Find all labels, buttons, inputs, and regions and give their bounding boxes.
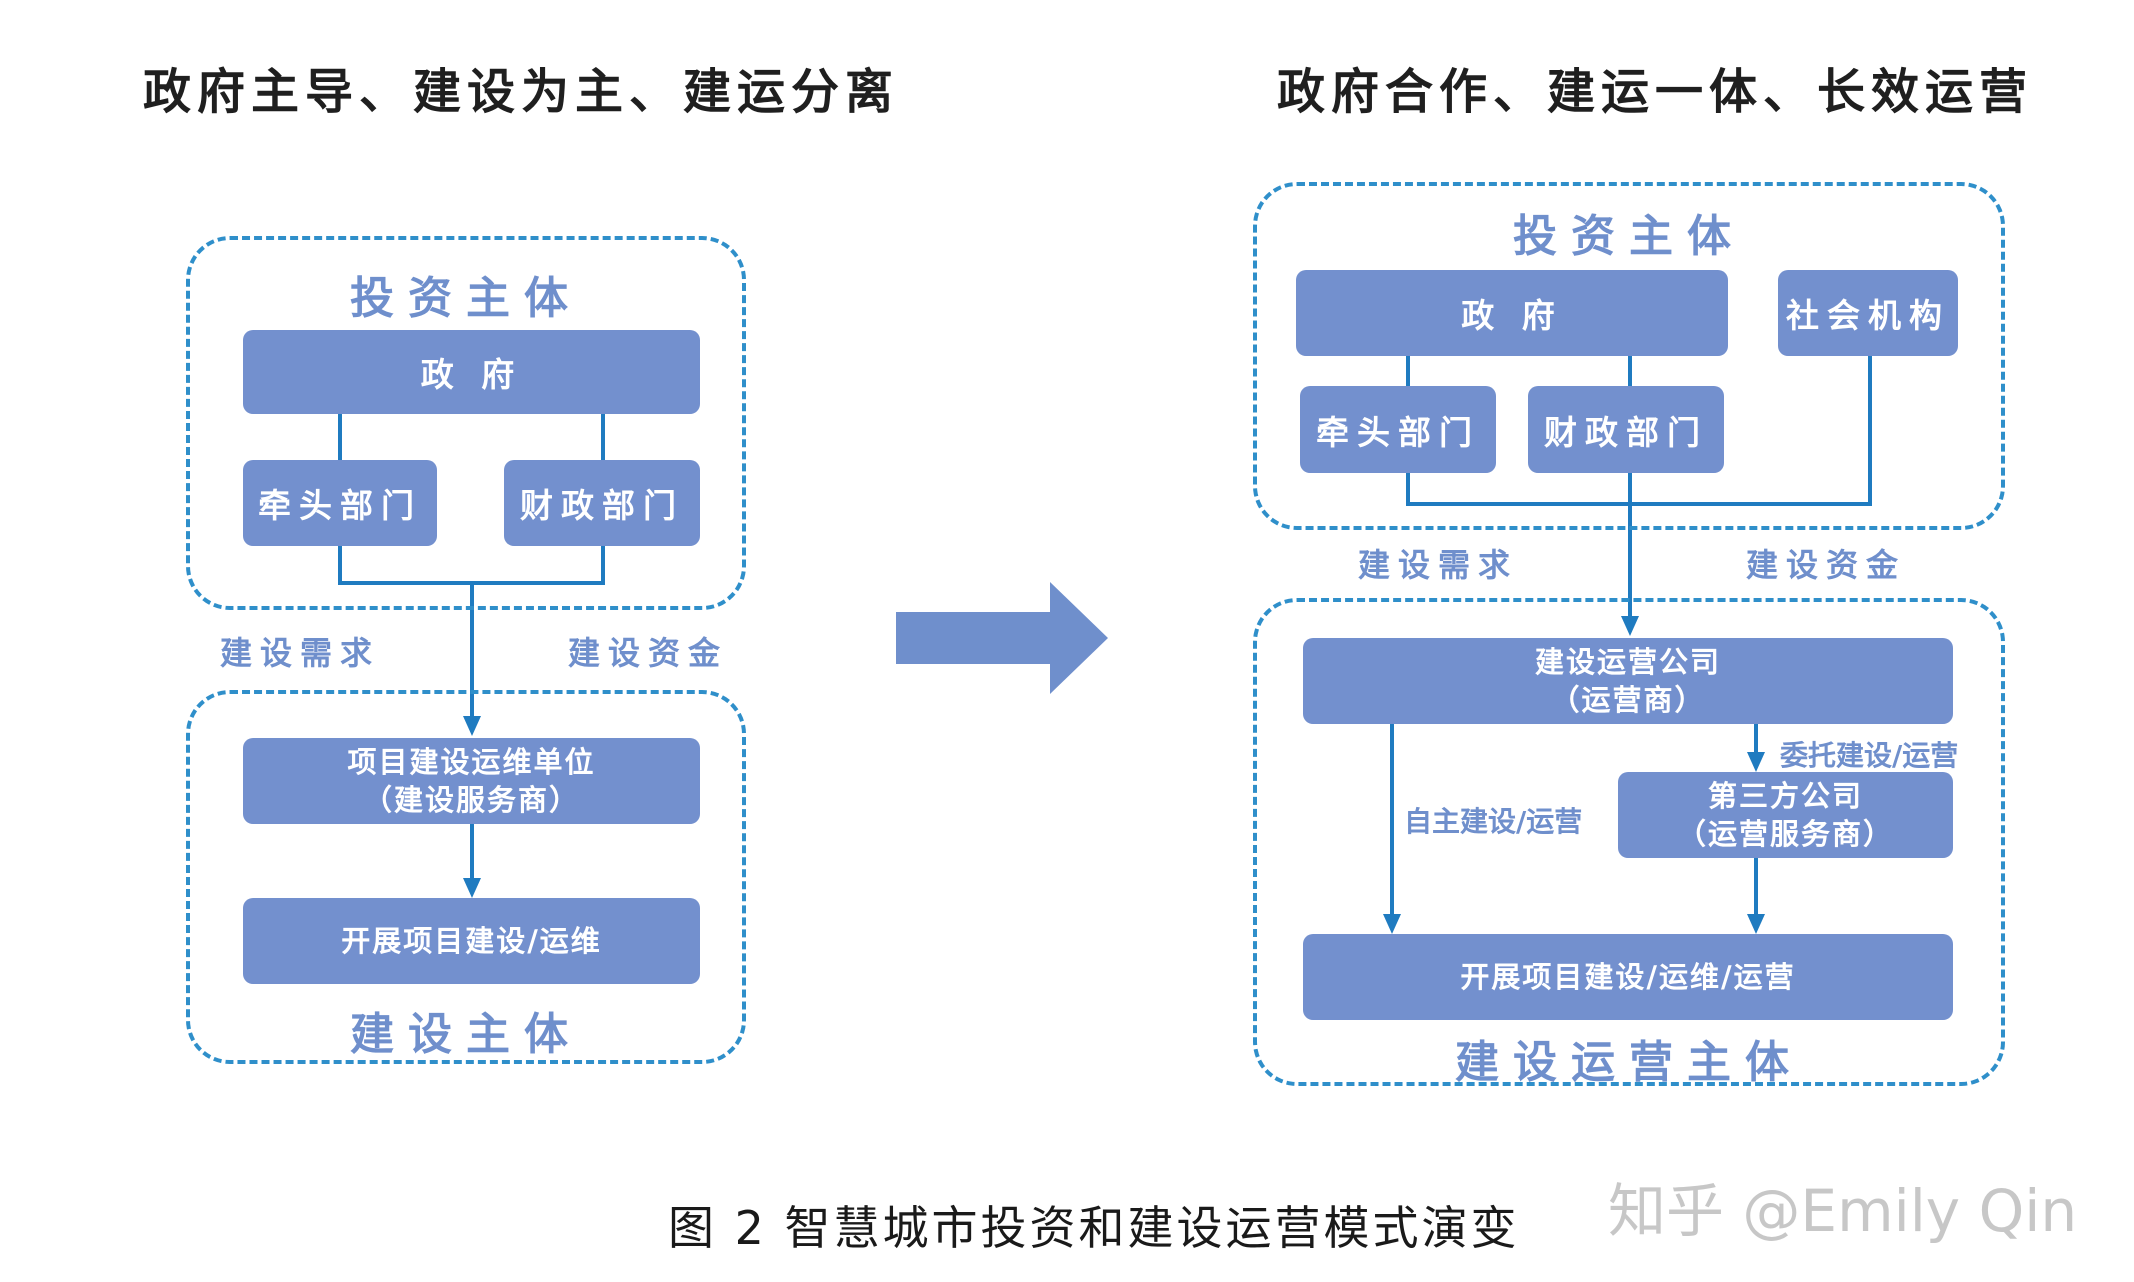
right-arrowhead-thirdparty xyxy=(1747,914,1765,934)
left-funds-label: 建设资金 xyxy=(568,634,729,672)
watermark: 知乎 @Emily Qin xyxy=(1608,1177,2078,1245)
left-finance-dept-node: 财政部门 xyxy=(504,460,700,546)
transition-arrow xyxy=(896,582,1108,694)
right-build-group-title: 建设运营主体 xyxy=(1455,1037,1803,1088)
right-thirdparty-line2: （运营服务商） xyxy=(1676,817,1894,851)
left-service-unit-line2: （建设服务商） xyxy=(362,783,580,817)
left-build-group-title: 建设主体 xyxy=(350,1009,582,1060)
right-invest-group xyxy=(1253,182,2005,530)
left-gov-node: 政 府 xyxy=(243,330,700,414)
right-invest-group-title: 投资主体 xyxy=(1513,211,1745,262)
right-self-label: 自主建设/运营 xyxy=(1404,805,1583,838)
right-arrowhead-delegate xyxy=(1747,752,1765,772)
right-lead-dept-node: 牵头部门 xyxy=(1300,386,1496,473)
right-finance-dept-node: 财政部门 xyxy=(1528,386,1724,473)
right-heading: 政府合作、建运一体、长效运营 xyxy=(1277,64,2034,120)
right-gov-node: 政 府 xyxy=(1296,270,1728,356)
left-lead-dept-node: 牵头部门 xyxy=(243,460,437,546)
left-service-unit-line1: 项目建设运维单位 xyxy=(347,745,596,779)
left-build-group xyxy=(186,690,746,1064)
left-demand-label: 建设需求 xyxy=(220,634,381,672)
left-invest-group xyxy=(186,236,746,610)
right-thirdparty-node: 第三方公司 （运营服务商） xyxy=(1618,772,1953,858)
right-funds-label: 建设资金 xyxy=(1746,546,1907,584)
right-arrowhead-self xyxy=(1383,914,1401,934)
right-operator-line1: 建设运营公司 xyxy=(1534,645,1721,679)
right-activity-node: 开展项目建设/运维/运营 xyxy=(1303,934,1953,1020)
right-build-group xyxy=(1253,598,2005,1086)
left-arrowhead-activity xyxy=(463,878,481,898)
left-arrowhead-service xyxy=(463,716,481,736)
figure-caption: 图 2 智慧城市投资和建设运营模式演变 xyxy=(668,1201,1520,1255)
right-social-org-node: 社会机构 xyxy=(1778,270,1958,356)
left-service-unit-node: 项目建设运维单位 （建设服务商） xyxy=(243,738,700,824)
right-depts-merge-line xyxy=(1406,356,1872,506)
right-operator-line2: （运营商） xyxy=(1550,683,1706,717)
right-delegate-label: 委托建设/运营 xyxy=(1780,739,1959,772)
right-demand-label: 建设需求 xyxy=(1358,546,1519,584)
left-heading: 政府主导、建设为主、建运分离 xyxy=(143,64,900,120)
right-arrowhead-operator xyxy=(1621,616,1639,636)
right-thirdparty-line1: 第三方公司 xyxy=(1707,779,1863,813)
left-invest-group-title: 投资主体 xyxy=(350,273,582,324)
left-activity-node: 开展项目建设/运维 xyxy=(243,898,700,984)
right-operator-node: 建设运营公司 （运营商） xyxy=(1303,638,1953,724)
